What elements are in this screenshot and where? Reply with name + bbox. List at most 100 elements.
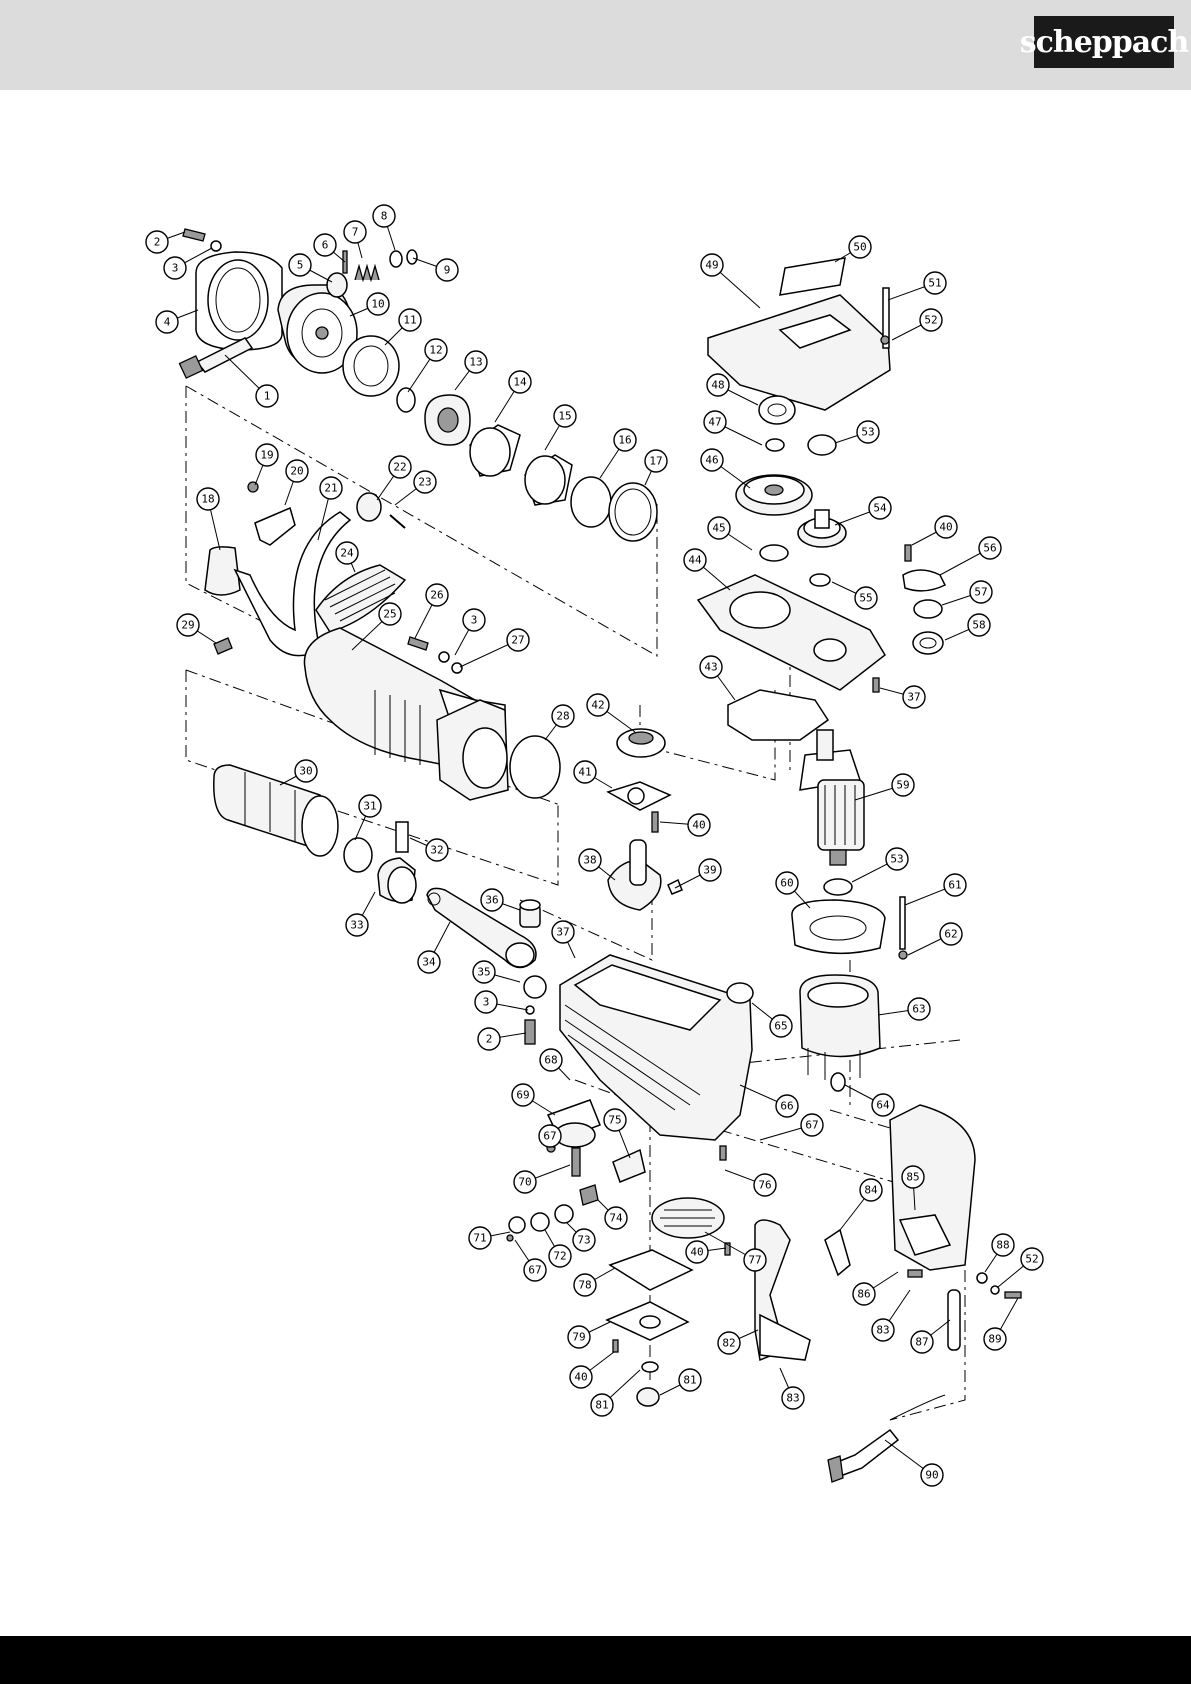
callout-label: 60 <box>780 877 793 890</box>
callout-label: 82 <box>722 1337 735 1350</box>
part-callout-3: 3 <box>163 256 187 280</box>
part-callout-56: 56 <box>978 536 1002 560</box>
callout-label: 18 <box>201 493 214 506</box>
callout-circle <box>425 583 449 607</box>
callout-circle <box>294 759 318 783</box>
handle-group <box>204 481 407 657</box>
callout-label: 48 <box>711 379 724 392</box>
part-callout-21: 21 <box>319 476 343 500</box>
callout-label: 41 <box>578 766 591 779</box>
callout-circle <box>285 459 309 483</box>
part-callout-76: 76 <box>753 1173 777 1197</box>
callout-label: 68 <box>544 1054 557 1067</box>
callout-circle <box>435 258 459 282</box>
callout-label: 3 <box>172 262 179 275</box>
callout-label: 72 <box>553 1250 566 1263</box>
callout-circle <box>852 1282 876 1306</box>
part-callout-33: 33 <box>345 913 369 937</box>
callout-circle <box>613 428 637 452</box>
callout-label: 19 <box>260 449 273 462</box>
part-callout-77: 77 <box>743 1248 767 1272</box>
callout-label: 66 <box>780 1100 793 1113</box>
chuck-group <box>178 228 658 542</box>
callout-label: 79 <box>572 1331 585 1344</box>
callout-label: 59 <box>896 779 909 792</box>
part-callout-26: 26 <box>425 583 449 607</box>
part-callout-2: 2 <box>145 230 169 254</box>
callout-label: 43 <box>704 661 717 674</box>
callout-circle <box>983 1327 1007 1351</box>
callout-circle <box>539 1048 563 1072</box>
part-callout-65: 65 <box>769 1014 793 1038</box>
callout-label: 2 <box>154 236 161 249</box>
part-callout-8: 8 <box>372 204 396 228</box>
part-callout-11: 11 <box>398 308 422 332</box>
callout-circle <box>902 685 926 709</box>
callout-circle <box>388 455 412 479</box>
part-callout-67: 67 <box>523 1258 547 1282</box>
callout-circle <box>910 1330 934 1354</box>
callout-label: 3 <box>483 996 490 1009</box>
callout-label: 6 <box>322 239 329 252</box>
callout-label: 7 <box>352 226 359 239</box>
callout-label: 51 <box>928 277 941 290</box>
callout-circle <box>854 586 878 610</box>
part-callout-89: 89 <box>983 1327 1007 1351</box>
part-callout-82: 82 <box>717 1331 741 1355</box>
callout-label: 58 <box>972 619 985 632</box>
callout-circle <box>769 1014 793 1038</box>
callout-label: 13 <box>469 356 482 369</box>
callout-label: 89 <box>988 1333 1001 1346</box>
callout-label: 54 <box>873 502 887 515</box>
callout-circle <box>678 1368 702 1392</box>
callout-label: 28 <box>556 710 569 723</box>
part-callout-83: 83 <box>781 1386 805 1410</box>
callout-label: 23 <box>418 476 431 489</box>
part-callout-62: 62 <box>939 922 963 946</box>
part-callout-81: 81 <box>678 1368 702 1392</box>
part-callout-67: 67 <box>800 1113 824 1137</box>
callout-label: 76 <box>758 1179 771 1192</box>
part-callout-67: 67 <box>538 1124 562 1148</box>
part-callout-2: 2 <box>477 1027 501 1051</box>
callout-label: 29 <box>181 619 194 632</box>
callout-circle <box>335 541 359 565</box>
callout-circle <box>856 420 880 444</box>
callout-label: 88 <box>996 1239 1009 1252</box>
callout-circle <box>919 308 943 332</box>
part-callout-49: 49 <box>700 253 724 277</box>
callout-circle <box>573 760 597 784</box>
part-callout-59: 59 <box>891 773 915 797</box>
part-callout-40: 40 <box>934 515 958 539</box>
callout-label: 40 <box>939 521 952 534</box>
part-callout-72: 72 <box>548 1244 572 1268</box>
footer-bar <box>0 1636 1191 1684</box>
callout-circle <box>1020 1247 1044 1271</box>
callout-circle <box>871 1093 895 1117</box>
callout-label: 78 <box>578 1279 591 1292</box>
part-callout-9: 9 <box>435 258 459 282</box>
part-callout-44: 44 <box>683 548 707 572</box>
callout-circle <box>477 1027 501 1051</box>
callout-circle <box>969 580 993 604</box>
callout-label: 56 <box>983 542 996 555</box>
callout-circle <box>644 449 668 473</box>
callout-circle <box>698 858 722 882</box>
callout-circle <box>978 536 1002 560</box>
callout-circle <box>567 1325 591 1349</box>
callout-label: 26 <box>430 589 443 602</box>
part-callout-37: 37 <box>551 920 575 944</box>
callout-circle <box>511 1083 535 1107</box>
callout-label: 47 <box>708 416 721 429</box>
callout-label: 24 <box>340 547 354 560</box>
callout-label: 2 <box>486 1033 493 1046</box>
callout-circle <box>683 548 707 572</box>
part-callout-14: 14 <box>508 370 532 394</box>
part-callout-20: 20 <box>285 459 309 483</box>
callout-label: 12 <box>429 344 442 357</box>
part-callout-12: 12 <box>424 338 448 362</box>
part-callout-4: 4 <box>155 310 179 334</box>
rear-handle-group <box>754 1104 1022 1483</box>
callout-label: 74 <box>609 1212 623 1225</box>
